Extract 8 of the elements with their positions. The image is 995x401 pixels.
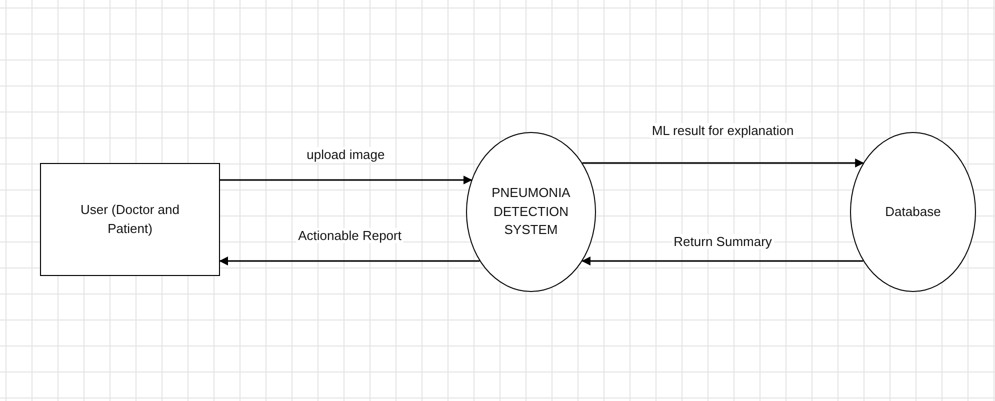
entity-box [40,163,220,276]
edge-label: Actionable Report [296,228,404,243]
edge-label: upload image [304,147,387,162]
node-label: PNEUMONIA DETECTION SYSTEM [490,184,572,240]
edge-label: Return Summary [672,234,774,249]
node-label: Database [885,202,941,221]
edge-label: ML result for explanation [650,123,796,138]
node-label: User (Doctor and Patient) [80,200,180,238]
